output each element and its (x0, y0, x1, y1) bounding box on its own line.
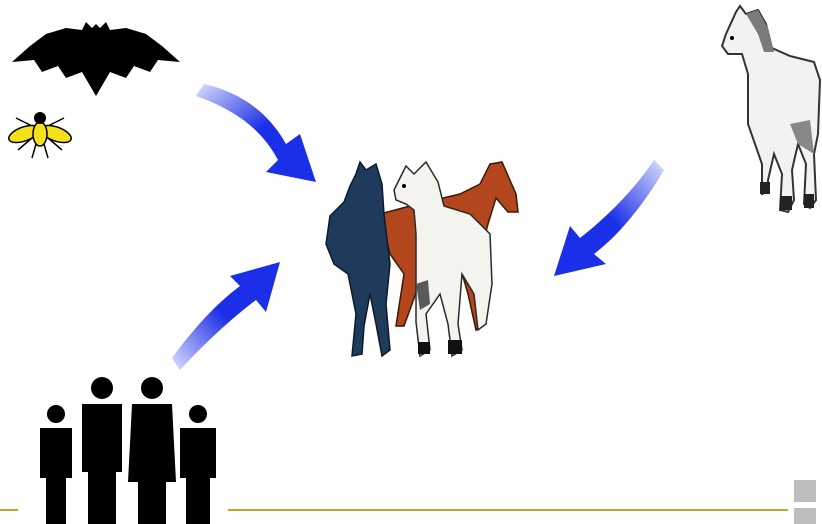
people-group-icon (30, 374, 220, 524)
fly-icon (6, 104, 74, 160)
nav-square-bottom (794, 508, 816, 524)
bat-icon (8, 16, 184, 98)
arrow-from-bat-icon (190, 82, 322, 186)
arrow-from-horse-icon (548, 154, 666, 280)
nav-square-top (794, 480, 816, 502)
arrow-from-people-icon (170, 258, 284, 376)
footer-line-right (228, 509, 788, 511)
footer-line-left (0, 509, 18, 511)
horse-group-icon (320, 154, 526, 362)
white-horse-icon (718, 4, 822, 216)
